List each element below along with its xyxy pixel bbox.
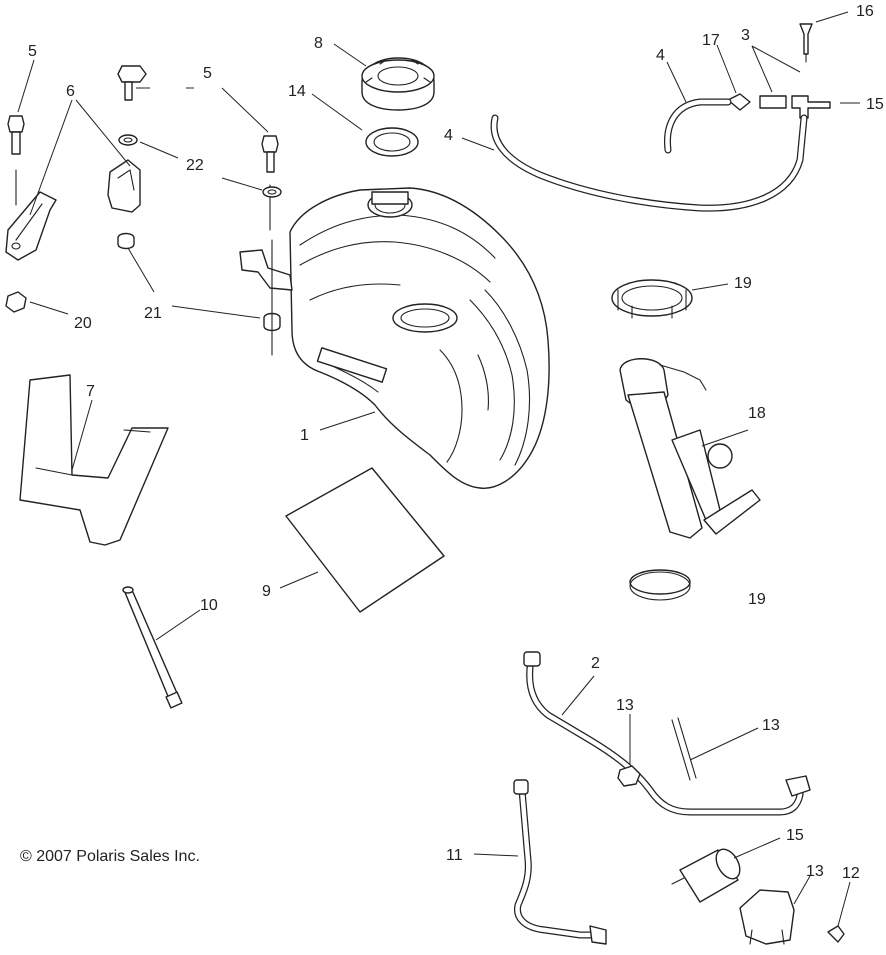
fuel-line-return (513, 779, 607, 945)
bolt-center (261, 135, 279, 231)
callout-18: 15 (866, 96, 884, 113)
leader-line-2 (561, 675, 595, 716)
callout-24: 21 (144, 305, 162, 322)
callout-9: 9 (262, 583, 271, 600)
leader-line-12 (837, 881, 851, 927)
callout-19b: 17 (702, 32, 720, 49)
leader-line-17 (311, 93, 363, 131)
leader-line-5b (221, 87, 269, 133)
fuel-cap (361, 57, 435, 111)
leader-line-6a (29, 99, 73, 216)
washer-center (262, 186, 282, 198)
leader-line-14 (733, 837, 781, 859)
vent-fittings (727, 23, 831, 119)
callout-22: 19 (734, 275, 752, 292)
leader-line-13 (793, 875, 811, 905)
nut (617, 765, 641, 787)
callout-3: 3 (741, 27, 750, 44)
fuel-filter (671, 848, 741, 903)
leader-line-25a (139, 141, 179, 159)
leader-line-10 (155, 609, 201, 641)
leader-line-1 (319, 411, 376, 431)
vent-hose (490, 98, 808, 212)
pump-seal (629, 569, 691, 601)
callout-7: 7 (86, 383, 95, 400)
leader-line-23 (29, 301, 69, 315)
clip-fastener (117, 65, 150, 101)
callout-6: 6 (66, 83, 75, 100)
washer-left (118, 134, 138, 146)
leader-line-19a (815, 11, 849, 23)
callout-15: 13 (762, 717, 780, 734)
leader-line-11 (473, 853, 519, 857)
mount-bracket-right (107, 159, 141, 213)
lock-ring (611, 279, 693, 319)
callout-14: 15 (786, 827, 804, 844)
callout-19a: 16 (856, 3, 874, 20)
callout-16: 13 (616, 697, 634, 714)
callout-13: 13 (806, 863, 824, 880)
mount-bracket-left (5, 191, 57, 261)
leader-line-3a (751, 45, 801, 73)
leader-line-22 (691, 283, 729, 291)
leader-line-19b (716, 44, 737, 94)
callout-4b: 4 (444, 127, 453, 144)
leader-line-7 (71, 399, 93, 471)
fuel-pump-assembly (619, 358, 761, 539)
callout-5a: 5 (28, 43, 37, 60)
leader-line-15 (689, 727, 759, 761)
pin (671, 717, 697, 781)
fuel-tank (239, 187, 550, 489)
rod (122, 586, 183, 709)
bolt-left (7, 115, 25, 206)
cap-seal (365, 127, 419, 157)
callout-5b: 5 (203, 65, 212, 82)
callout-21: 19 (748, 591, 766, 608)
leader-line-5a (17, 59, 35, 113)
callout-2: 2 (591, 655, 600, 672)
filter-bracket (739, 889, 795, 945)
leader-line-24b (171, 305, 261, 319)
tank-pad (285, 467, 445, 613)
callout-8: 8 (314, 35, 323, 52)
leader-line-6b (75, 99, 131, 167)
heat-shield (19, 374, 169, 546)
screw-small (827, 925, 845, 943)
leader-line-24a (127, 247, 155, 293)
copyright-notice: © 2007 Polaris Sales Inc. (20, 848, 200, 865)
callout-20: 18 (748, 405, 766, 422)
leader-line-8 (333, 43, 367, 67)
leader-line-4b (461, 137, 495, 151)
callout-12: 12 (842, 865, 860, 882)
leader-line-20 (701, 429, 749, 447)
leader-line-3b (751, 45, 773, 93)
leader-line-25b (221, 177, 263, 191)
flange-nut (5, 291, 27, 313)
leader-line-4a (666, 61, 687, 103)
callout-23: 20 (74, 315, 92, 332)
fuel-line (523, 651, 811, 816)
callout-4a: 4 (656, 47, 665, 64)
callout-1: 1 (300, 427, 309, 444)
callout-10: 10 (200, 597, 218, 614)
grommet-lower (117, 232, 135, 250)
callout-17: 14 (288, 83, 306, 100)
callout-11: 11 (446, 847, 463, 864)
leader-line-9 (279, 571, 319, 589)
callout-25: 22 (186, 157, 204, 174)
